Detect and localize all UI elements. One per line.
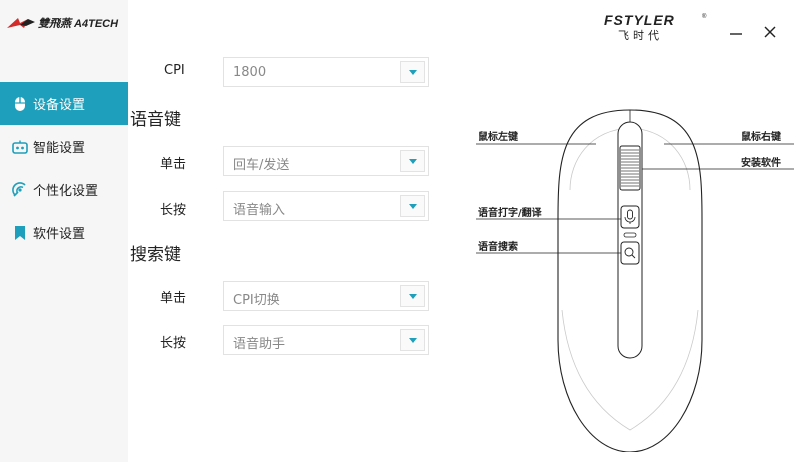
sidebar-item-label: 个性化设置 xyxy=(33,184,99,199)
sidebar-nav: 设备设置 智能设置 个性化设置 软件设置 xyxy=(0,82,128,254)
close-button[interactable] xyxy=(760,22,780,42)
voice-hold-value: 语音输入 xyxy=(233,203,286,218)
voice-click-label: 单击 xyxy=(160,157,187,172)
chevron-down-icon xyxy=(408,203,417,209)
minimize-icon xyxy=(730,33,742,35)
search-hold-select[interactable]: 语音助手 xyxy=(223,325,429,355)
cpi-dropdown-button[interactable] xyxy=(400,61,425,83)
brand-logo: FSTYLER 飞时代 ® xyxy=(604,12,708,46)
chevron-down-icon xyxy=(408,158,417,164)
install-software-callout: 安装软件 xyxy=(741,158,781,169)
bookmark-icon xyxy=(12,225,28,241)
app-logo: 雙飛燕 A4TECH xyxy=(6,12,118,34)
logo-mark-icon xyxy=(7,18,35,28)
voice-hold-dropdown-button[interactable] xyxy=(400,195,425,217)
brand-sub: 飞时代 xyxy=(618,29,663,42)
left-button-callout: 鼠标左键 xyxy=(478,132,518,143)
minimize-button[interactable] xyxy=(726,22,746,42)
sidebar-item-label: 设备设置 xyxy=(33,98,86,113)
sidebar-item-personalization[interactable]: 个性化设置 xyxy=(0,168,128,211)
chevron-down-icon xyxy=(408,337,417,343)
mouse-icon xyxy=(12,96,28,112)
cpi-label: CPI xyxy=(164,63,185,78)
cpi-select[interactable]: 1800 xyxy=(223,57,429,87)
magnifier-icon xyxy=(624,247,634,257)
voice-click-select[interactable]: 回车/发送 xyxy=(223,146,429,176)
search-hold-dropdown-button[interactable] xyxy=(400,329,425,351)
search-click-value: CPI切换 xyxy=(233,293,280,308)
sidebar-item-smart-settings[interactable]: 智能设置 xyxy=(0,125,128,168)
voice-key-title: 语音键 xyxy=(130,110,181,130)
search-click-label: 单击 xyxy=(160,291,187,306)
mouse-diagram xyxy=(476,109,794,452)
search-hold-value: 语音助手 xyxy=(233,337,286,352)
brand-text: FSTYLER xyxy=(604,12,675,28)
search-key-title: 搜索键 xyxy=(130,245,181,265)
robot-icon xyxy=(12,139,28,155)
sidebar-item-label: 智能设置 xyxy=(33,141,86,156)
search-click-dropdown-button[interactable] xyxy=(400,285,425,307)
radar-icon xyxy=(12,181,28,198)
chevron-down-icon xyxy=(408,69,417,75)
sidebar: 雙飛燕 A4TECH 设备设置 智能设置 个性化设置 软件设置 xyxy=(0,0,128,462)
voice-button-shape xyxy=(620,205,640,229)
microphone-icon xyxy=(627,209,633,220)
voice-hold-label: 长按 xyxy=(160,203,187,218)
sidebar-item-label: 软件设置 xyxy=(33,227,86,242)
sidebar-item-device-settings[interactable]: 设备设置 xyxy=(0,82,128,125)
search-click-select[interactable]: CPI切换 xyxy=(223,281,429,311)
svg-text:®: ® xyxy=(702,13,707,20)
sidebar-item-software-settings[interactable]: 软件设置 xyxy=(0,211,128,254)
voice-click-dropdown-button[interactable] xyxy=(400,150,425,172)
voice-click-value: 回车/发送 xyxy=(233,158,290,173)
logo-text: 雙飛燕 A4TECH xyxy=(38,18,119,30)
search-hold-label: 长按 xyxy=(160,336,187,351)
voice-search-callout: 语音搜索 xyxy=(478,242,518,253)
cpi-value: 1800 xyxy=(233,65,267,80)
voice-hold-select[interactable]: 语音输入 xyxy=(223,191,429,221)
close-icon xyxy=(764,26,776,38)
chevron-down-icon xyxy=(408,293,417,299)
search-button-shape xyxy=(620,241,640,265)
right-button-callout: 鼠标右键 xyxy=(741,132,781,143)
voice-typing-callout: 语音打字/翻译 xyxy=(478,208,542,219)
